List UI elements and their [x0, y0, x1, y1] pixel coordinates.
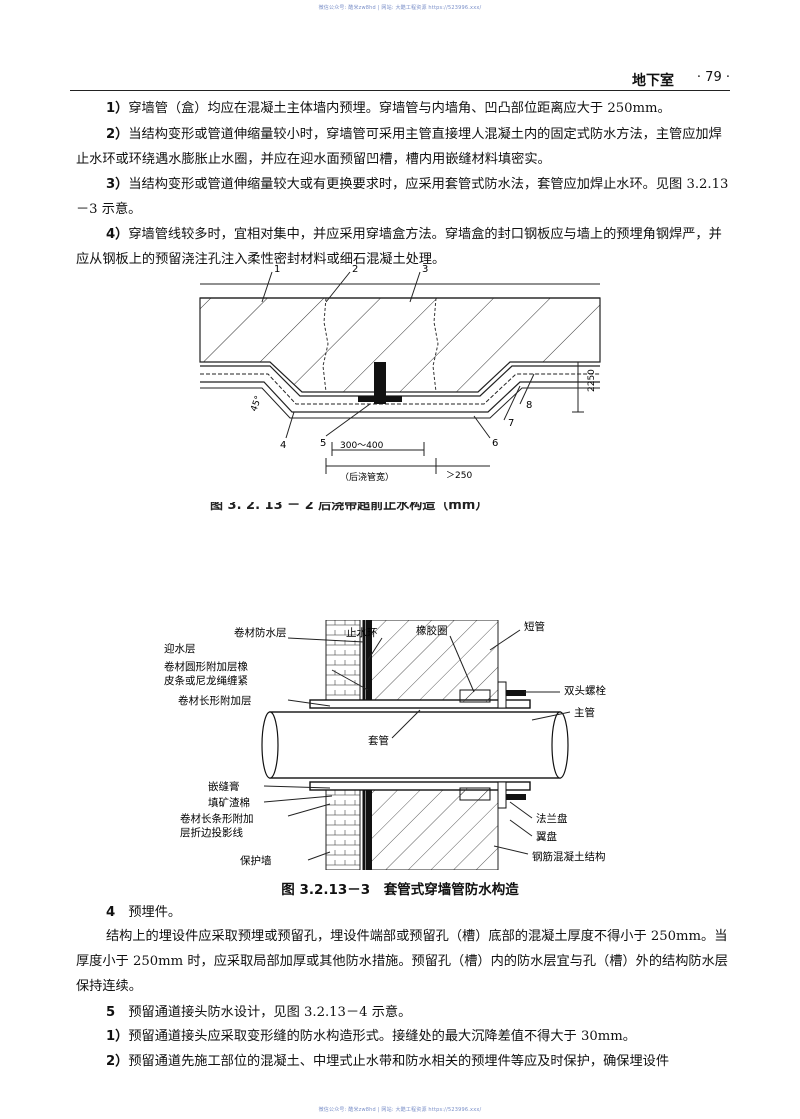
paragraph-embedded: 结构上的埋设件应采取预埋或预留孔，埋设件端部或预留孔（槽）底部的混凝土厚度不得小…	[76, 924, 732, 999]
fig1-label-1: 1	[274, 264, 280, 275]
label-long-strip: 卷材长形附加层	[178, 694, 252, 707]
label-water-stop-ring: 止水环	[346, 627, 378, 639]
paragraph-text: 穿墙管线较多时，宜相对集中，并应采用穿墙盒方法。穿墙盒的封口钢板应与墙上的预埋角…	[76, 227, 722, 267]
paragraph-2: 2）当结构变形或管道伸缩量较小时，穿墙管可采用主管直接埋人混凝土内的固定式防水方…	[76, 122, 732, 172]
fig1-label-3: 3	[422, 264, 428, 275]
label-rubber-ring: 橡胶圈	[416, 624, 448, 637]
item-number: 2）	[106, 127, 129, 142]
label-short-pipe: 短管	[524, 620, 545, 633]
label-double-bolt: 双头螺栓	[564, 684, 606, 697]
page-header: 地下室 · 79 ·	[70, 68, 730, 91]
label-round-strip-2: 皮条或尼龙绳缠紧	[164, 674, 248, 687]
paragraph-text: 当结构变形或管道伸缩量较大或有更换要求时，应采用套管式防水法，套管应加焊止水环。…	[76, 177, 729, 217]
label-wing-disc: 翼盘	[536, 830, 557, 843]
fig1-label-2: 2	[352, 264, 358, 275]
paragraph-text: 当结构变形或管道伸缩量较小时，穿墙管可采用主管直接埋人混凝土内的固定式防水方法，…	[76, 127, 722, 167]
item-number: 2）	[106, 1054, 129, 1069]
dim-width: 300～400	[340, 441, 384, 451]
figure2-caption: 图 3.2.13－3 套管式穿墙管防水构造	[281, 882, 519, 898]
label-flange: 法兰盘	[536, 812, 568, 825]
label-strip-2: 层折边投影线	[180, 826, 243, 839]
label-membrane: 卷材防水层	[234, 626, 287, 639]
dim-over: ＞250	[446, 471, 472, 481]
paragraph-channel-2: 2）预留通道先施工部位的混凝土、中埋式止水带和防水相关的预埋件等应及时保护，确保…	[76, 1049, 732, 1074]
dim-height: 2250	[587, 369, 597, 392]
paragraph-3: 3）当结构变形或管道伸缩量较大或有更换要求时，应采用套管式防水法，套管应加焊止水…	[76, 172, 732, 222]
label-sealant: 嵌缝膏	[208, 780, 240, 793]
label-slag-wool: 填矿渣棉	[208, 796, 250, 809]
watermark-bottom: 微信公众号: 酷米zw8hd | 网站: 大酷工程资源 https://5239…	[318, 1107, 482, 1113]
label-welcome-layer: 迎水层	[164, 643, 196, 655]
section-title: 地下室	[632, 73, 674, 89]
label-sleeve: 套管	[368, 734, 389, 747]
fig1-label-6: 6	[492, 438, 498, 449]
heading-reserved-channel: 5 预留通道接头防水设计，见图 3.2.13－4 示意。	[76, 1000, 732, 1025]
fig1-label-4: 4	[280, 440, 286, 451]
page-number: · 79 ·	[696, 70, 730, 85]
paragraph-text: 预留通道接头应采取变形缝的防水构造形式。接缝处的最大沉降差值不得大于 30mm。	[128, 1029, 636, 1044]
item-number: 1）	[106, 101, 129, 116]
heading-embedded-parts: 4 预埋件。	[76, 900, 732, 925]
label-protect-wall: 保护墙	[240, 854, 272, 867]
label-round-strip-1: 卷材圆形附加层橡	[164, 660, 248, 673]
fig1-label-7: 7	[508, 418, 514, 429]
item-number: 1）	[106, 1029, 129, 1044]
item-number: 4	[106, 905, 116, 920]
fig1-label-8: 8	[526, 400, 532, 411]
dim-band: （后浇管宽）	[340, 471, 394, 483]
paragraph-text: 预留通道先施工部位的混凝土、中埋式止水带和防水相关的预埋件等应及时保护，确保埋设…	[128, 1054, 670, 1069]
heading-text: 预埋件。	[128, 905, 182, 920]
label-strip-1: 卷材长条形附加	[180, 812, 254, 825]
item-number: 3）	[106, 177, 129, 192]
dim-angle: 45°	[249, 395, 264, 413]
label-main-pipe: 主管	[574, 706, 595, 719]
figure-post-pour-band: 2250 45° 300～400 （后浇管宽） ＞250 1 2 3 4 5 6…	[199, 264, 601, 483]
paragraph-1: 1）穿墙管（盒）均应在混凝土主体墙内预埋。穿墙管与内墙角、凹凸部位距离应大于 2…	[76, 96, 732, 121]
paragraph-text: 穿墙管（盒）均应在混凝土主体墙内预埋。穿墙管与内墙角、凹凸部位距离应大于 250…	[128, 101, 671, 116]
figure-sleeve-pipe: 迎水层 卷材防水层 止水环 橡胶圈 短管 卷材圆形附加层橡 皮条或尼龙绳缠紧 双…	[164, 620, 606, 870]
heading-text: 预留通道接头防水设计，见图 3.2.13－4 示意。	[128, 1005, 412, 1020]
label-rc-structure: 钢筋混凝土结构	[532, 850, 606, 863]
figure1-caption-cut: 图 3. 2. 13 － 2 后浇带超前止水构造（mm）	[210, 502, 489, 513]
fig1-label-5: 5	[320, 438, 326, 449]
item-number: 4）	[106, 227, 129, 242]
item-number: 5	[106, 1005, 116, 1020]
paragraph-text: 结构上的埋设件应采取预埋或预留孔，埋设件端部或预留孔（槽）底部的混凝土厚度不得小…	[76, 929, 728, 994]
watermark-top: 微信公众号: 酷米zw8hd | 网站: 大酷工程资源 https://5239…	[318, 5, 482, 11]
paragraph-channel-1: 1）预留通道接头应采取变形缝的防水构造形式。接缝处的最大沉降差值不得大于 30m…	[76, 1024, 732, 1049]
paragraph-4: 4）穿墙管线较多时，宜相对集中，并应采用穿墙盒方法。穿墙盒的封口钢板应与墙上的预…	[76, 222, 732, 272]
